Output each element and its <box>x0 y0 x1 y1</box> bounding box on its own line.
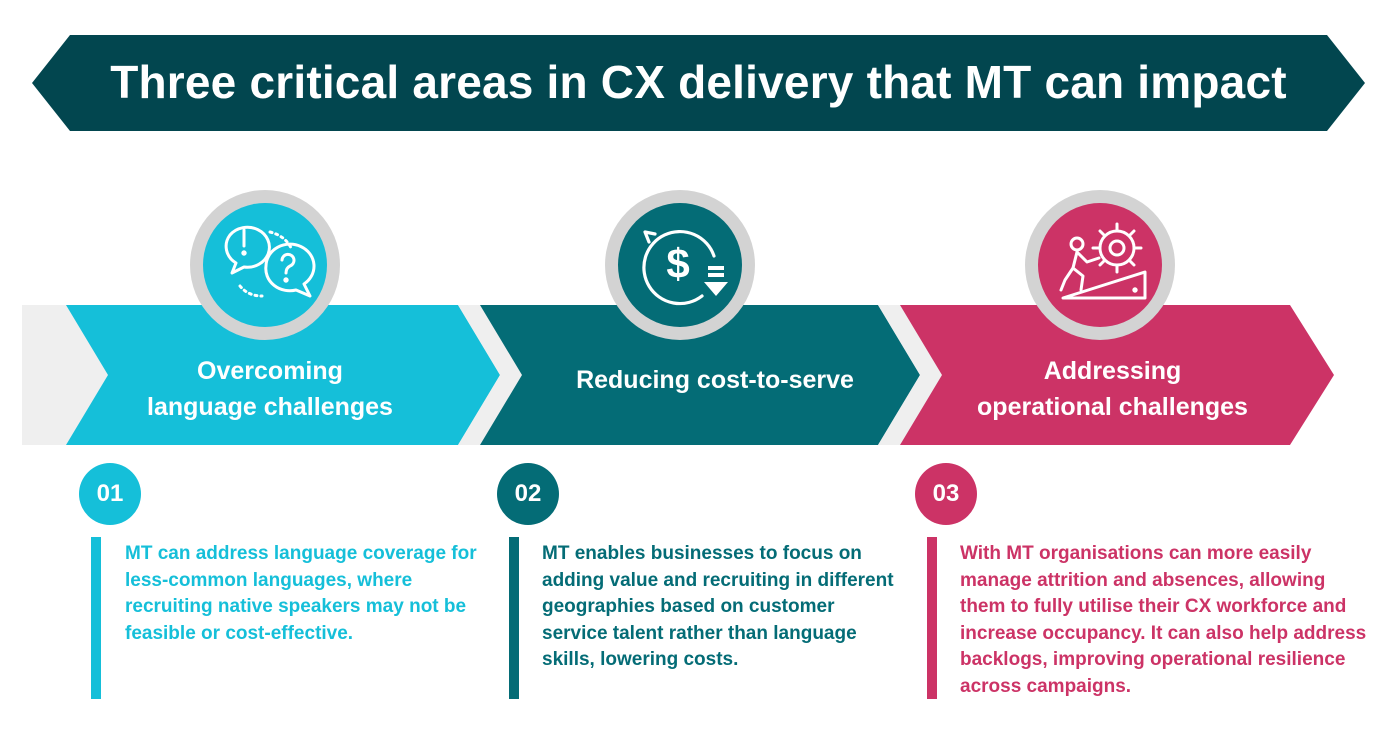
chevron-3-gap <box>878 305 940 445</box>
accent-bar-3 <box>927 537 937 699</box>
chevron-2 <box>480 305 920 445</box>
person-pushing-gear-icon <box>1025 190 1175 340</box>
number-badge-1: 01 <box>79 463 141 525</box>
area-label-1: Overcoming language challenges <box>147 357 393 421</box>
number-badge-3: 03 <box>915 463 977 525</box>
chevron-1 <box>66 305 500 445</box>
number-badge-2: 02 <box>497 463 559 525</box>
chevron-3 <box>900 305 1334 445</box>
area-label-3: Addressing operational challenges <box>977 357 1248 421</box>
speech-bubbles-question-icon <box>190 190 340 340</box>
chevron-band <box>22 305 1334 445</box>
area-label-2: Reducing cost-to-serve <box>576 366 854 394</box>
accent-bar-1 <box>91 537 101 699</box>
accent-bar-2 <box>509 537 519 699</box>
dollar-cost-down-icon: $ <box>605 190 755 340</box>
area-description-2: MT enables businesses to focus on adding… <box>542 543 894 670</box>
area-description-1: MT can address language coverage for les… <box>125 543 477 644</box>
chevron-2-gap <box>458 305 520 445</box>
area-description-3: With MT organisations can more easily ma… <box>960 543 1367 697</box>
svg-text:$: $ <box>666 240 689 287</box>
page-title: Three critical areas in CX delivery that… <box>110 56 1287 108</box>
title-banner <box>32 35 1365 131</box>
